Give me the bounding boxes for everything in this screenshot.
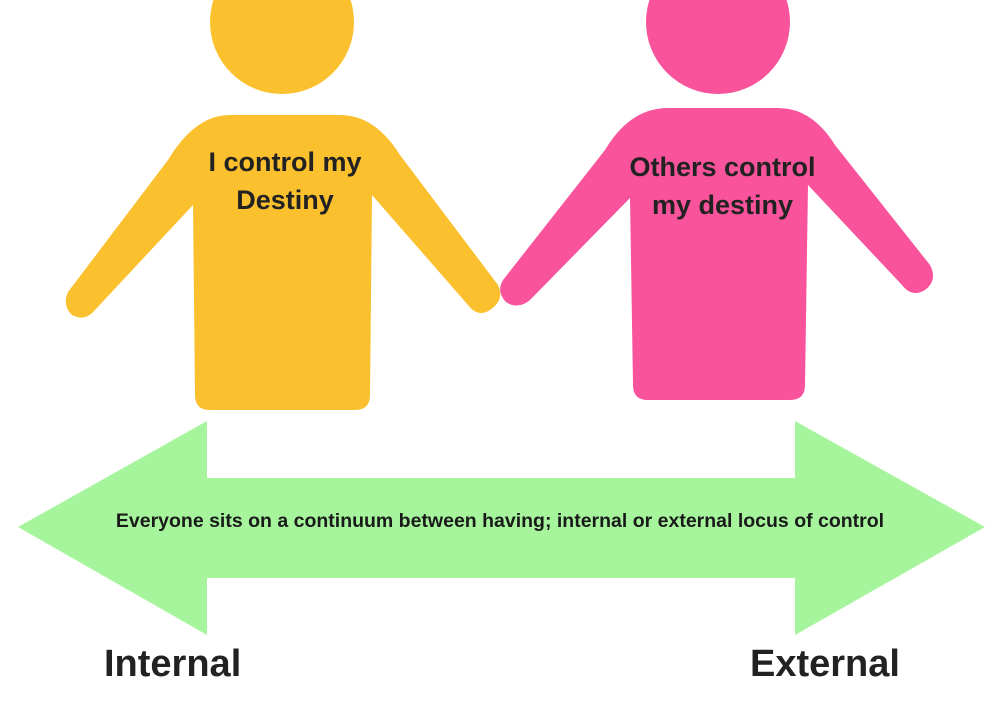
- internal-person-body: [65, 115, 501, 410]
- external-pole-label: External: [750, 643, 900, 685]
- external-person-head: [646, 0, 790, 94]
- internal-label-line-1: I control my: [208, 147, 362, 177]
- internal-person-label: I control my Destiny: [160, 143, 410, 219]
- internal-pole-label: Internal: [104, 643, 242, 685]
- internal-person-head: [210, 0, 354, 94]
- external-person-body: [500, 108, 934, 400]
- external-person-figure: [500, 0, 934, 400]
- external-person-label: Others control my destiny: [590, 148, 855, 224]
- internal-person-figure: [65, 0, 501, 410]
- continuum-description: Everyone sits on a continuum between hav…: [115, 510, 885, 532]
- continuum-double-arrow: [18, 421, 985, 635]
- external-label-line-2: my destiny: [651, 190, 794, 220]
- internal-label-line-2: Destiny: [236, 185, 334, 215]
- external-label-line-1: Others control: [629, 152, 816, 182]
